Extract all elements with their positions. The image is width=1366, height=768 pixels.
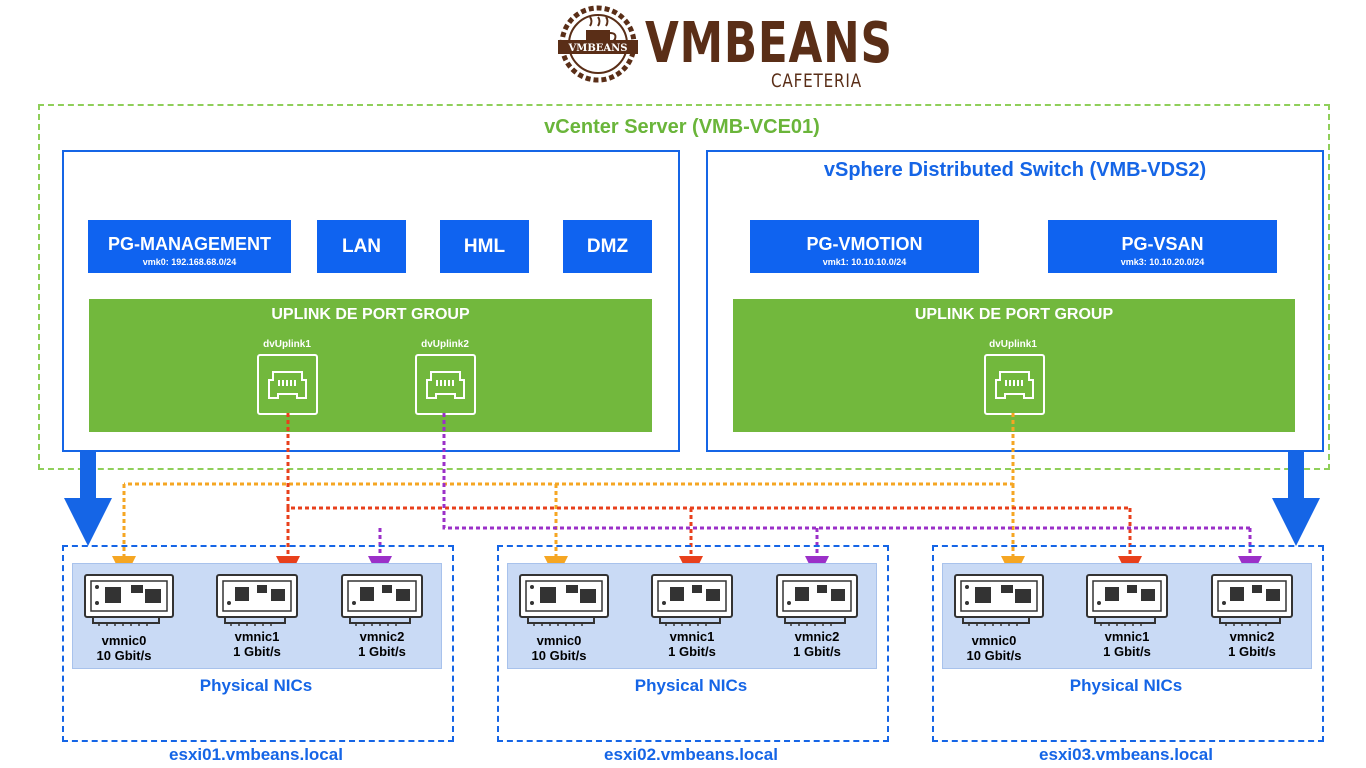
- nic-card-vmnic2[interactable]: [1210, 573, 1294, 632]
- portgroup-dmz[interactable]: DMZ: [563, 220, 652, 273]
- ethernet-port-icon: [268, 371, 307, 399]
- portgroup-vmotion[interactable]: PG-VMOTION vmk1: 10.10.10.0/24: [750, 220, 979, 273]
- network-card-icon: [1086, 574, 1168, 626]
- vcenter-title: vCenter Server (VMB-VCE01): [544, 116, 820, 138]
- brand-logo: VMBEANS VMBEANS CAFETERIA: [553, 4, 892, 92]
- nics-title: Physical NICs: [1069, 676, 1183, 695]
- nic-name: vmnic0: [971, 633, 1017, 648]
- nic-card-vmnic0[interactable]: [953, 573, 1045, 632]
- host-name: esxi01.vmbeans.local: [169, 745, 343, 764]
- nic-card-vmnic2[interactable]: [775, 573, 859, 632]
- vds1-uplink1-label: dvUplink1: [263, 339, 311, 350]
- link-purple-trunk: [442, 413, 1250, 530]
- network-card-icon: [776, 574, 858, 626]
- link-red-trunk: [286, 413, 1130, 510]
- nic-name: vmnic0: [101, 633, 147, 648]
- nic-card-vmnic1[interactable]: [650, 573, 734, 632]
- vcenter-container: [38, 104, 1330, 470]
- ethernet-port-icon: [426, 371, 465, 399]
- ethernet-port-icon: [995, 371, 1034, 399]
- nic-speed: 1 Gbit/s: [233, 644, 281, 659]
- nic-speed: 10 Gbit/s: [966, 648, 1022, 663]
- brand-tagline: CAFETERIA: [771, 70, 862, 92]
- link-orange-trunk: [124, 413, 1015, 486]
- vcenter-to-hosts-arrow-left: [64, 450, 112, 546]
- nic-card-vmnic1[interactable]: [1085, 573, 1169, 632]
- nic-card-vmnic0[interactable]: [518, 573, 610, 632]
- portgroup-vsan[interactable]: PG-VSAN vmk3: 10.10.20.0/24: [1048, 220, 1277, 273]
- nics-title: Physical NICs: [199, 676, 313, 695]
- nic-speed: 10 Gbit/s: [96, 648, 152, 663]
- network-card-icon: [1211, 574, 1293, 626]
- nic-card-vmnic0[interactable]: [83, 573, 175, 632]
- vds1-uplink-group: [89, 299, 652, 432]
- vds1-uplink2-label: dvUplink2: [421, 339, 469, 350]
- nic-speed: 1 Gbit/s: [358, 644, 406, 659]
- vds2-uplink-group: [733, 299, 1295, 432]
- nic-name: vmnic2: [1229, 629, 1275, 644]
- host-name: esxi02.vmbeans.local: [604, 745, 778, 764]
- nic-name: vmnic1: [669, 629, 715, 644]
- host-name: esxi03.vmbeans.local: [1039, 745, 1213, 764]
- portgroup-lan[interactable]: LAN: [317, 220, 406, 273]
- nic-name: vmnic2: [359, 629, 405, 644]
- host-esxi03: [932, 545, 1324, 742]
- portgroup-vmk: vmk0: 192.168.68.0/24: [142, 257, 237, 267]
- vds2-title: vSphere Distributed Switch (VMB-VDS2): [823, 159, 1207, 181]
- portgroup-vmk: vmk3: 10.10.20.0/24: [1120, 257, 1205, 267]
- vds2-uplink-title: UPLINK DE PORT GROUP: [914, 306, 1114, 323]
- host-esxi02: [497, 545, 889, 742]
- network-card-icon: [519, 574, 609, 626]
- network-card-icon: [341, 574, 423, 626]
- portgroup-name: PG-MANAGEMENT: [108, 234, 271, 254]
- vds1-uplink-title: UPLINK DE PORT GROUP: [271, 306, 470, 323]
- vcenter-to-hosts-arrow-right: [1272, 450, 1320, 546]
- portgroup-vmk: vmk1: 10.10.10.0/24: [822, 257, 907, 267]
- nic-speed: 1 Gbit/s: [1103, 644, 1151, 659]
- brand-name: VMBEANS: [645, 11, 893, 76]
- network-card-icon: [651, 574, 733, 626]
- nic-name: vmnic0: [536, 633, 582, 648]
- portgroup-management[interactable]: PG-MANAGEMENT vmk0: 192.168.68.0/24: [88, 220, 291, 273]
- network-card-icon: [84, 574, 174, 626]
- seal-badge-text: VMBEANS: [567, 43, 627, 54]
- network-card-icon: [216, 574, 298, 626]
- coffee-seal-icon: VMBEANS: [558, 5, 638, 83]
- nic-card-vmnic1[interactable]: [215, 573, 299, 632]
- vds2-uplink1-label: dvUplink1: [989, 339, 1037, 350]
- nic-name: vmnic1: [234, 629, 280, 644]
- nic-speed: 1 Gbit/s: [668, 644, 716, 659]
- nic-speed: 10 Gbit/s: [531, 648, 587, 663]
- nic-speed: 1 Gbit/s: [1228, 644, 1276, 659]
- portgroup-name: PG-VMOTION: [806, 234, 923, 254]
- network-card-icon: [954, 574, 1044, 626]
- nic-card-vmnic2[interactable]: [340, 573, 424, 632]
- portgroup-hml[interactable]: HML: [440, 220, 529, 273]
- portgroup-name: PG-VSAN: [1121, 234, 1204, 254]
- nic-name: vmnic2: [794, 629, 840, 644]
- nics-title: Physical NICs: [634, 676, 748, 695]
- nic-name: vmnic1: [1104, 629, 1150, 644]
- nic-speed: 1 Gbit/s: [793, 644, 841, 659]
- host-esxi01: [62, 545, 454, 742]
